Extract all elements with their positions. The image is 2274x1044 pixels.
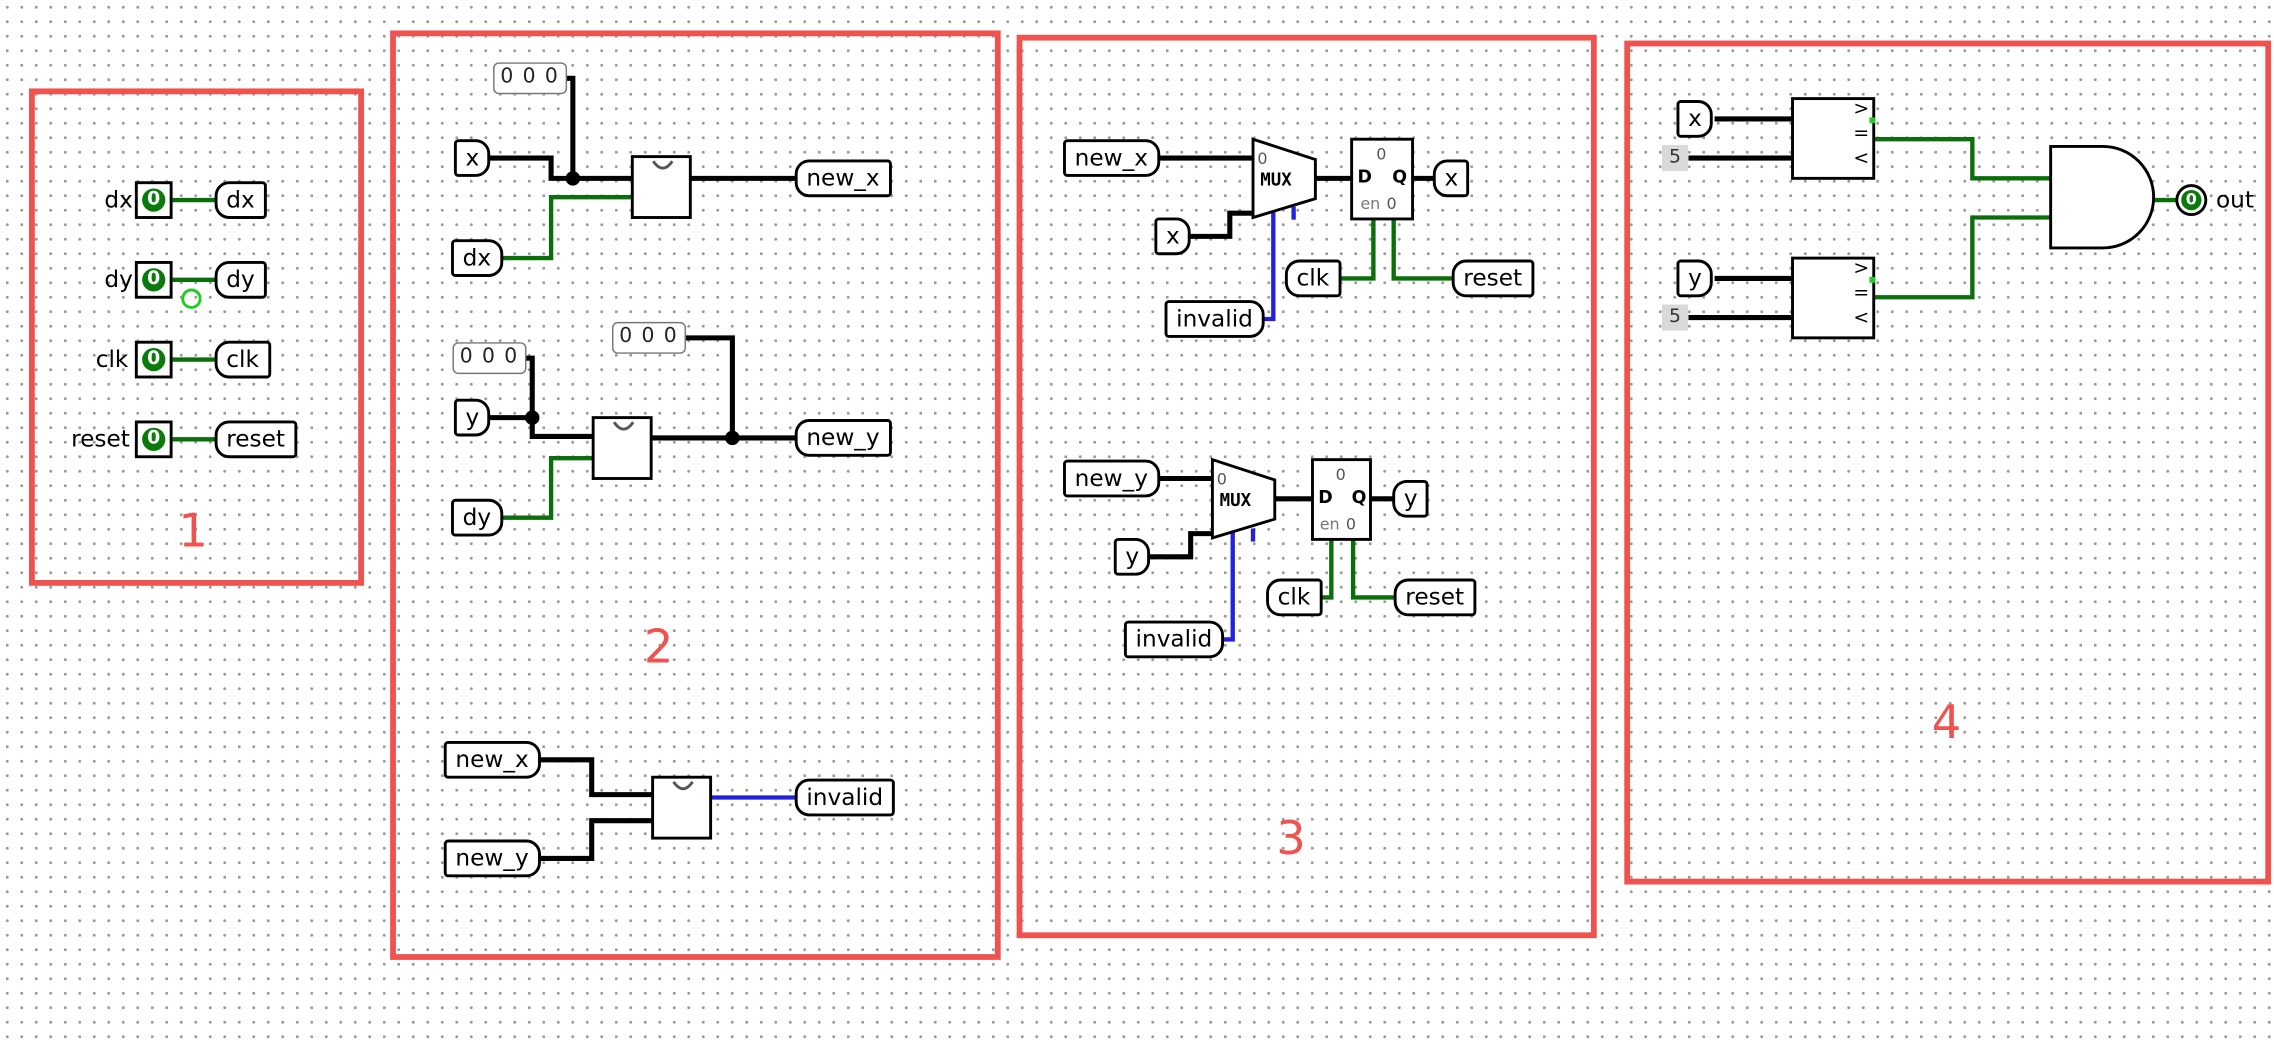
mux-x-label: MUX bbox=[1260, 169, 1292, 190]
mux-x bbox=[1251, 137, 1317, 220]
mux-x-zero: 0 bbox=[1257, 149, 1268, 169]
tunnel-y-cmp[interactable]: y bbox=[1676, 259, 1714, 298]
cmp-x-lt: < bbox=[1853, 147, 1870, 170]
mux-y-zero: 0 bbox=[1216, 469, 1227, 489]
reg-x-q: Q bbox=[1392, 166, 1408, 188]
register-x bbox=[1350, 137, 1414, 221]
section-number-4: 4 bbox=[1931, 694, 1962, 750]
constant-5-y[interactable]: 5 bbox=[1661, 304, 1689, 331]
input-label-reset: reset bbox=[71, 424, 130, 453]
cmp-x-gt: > bbox=[1853, 98, 1870, 121]
reg-x-en: en bbox=[1360, 194, 1381, 214]
cmp-x-eq: = bbox=[1853, 123, 1870, 145]
tunnel-invalid-mux-y[interactable]: invalid bbox=[1123, 620, 1224, 659]
section-number-2: 2 bbox=[643, 619, 674, 675]
reg-x-top: 0 bbox=[1376, 145, 1387, 164]
reg-y-d: D bbox=[1318, 487, 1333, 508]
register-y bbox=[1311, 458, 1372, 541]
section-box-3 bbox=[1016, 34, 1597, 939]
and-gate bbox=[2049, 145, 2155, 250]
tunnel-new-y-mux[interactable]: new_y bbox=[1063, 459, 1160, 498]
wire-y-adder bbox=[487, 415, 596, 439]
section-box-1 bbox=[29, 88, 365, 586]
cmp-y-gt: > bbox=[1853, 258, 1870, 280]
section-number-1: 1 bbox=[178, 503, 208, 559]
tunnel-new-x-mux[interactable]: new_x bbox=[1063, 139, 1160, 177]
section-box-4 bbox=[1624, 40, 2272, 885]
adder-y bbox=[591, 416, 653, 480]
tunnel-invalid-mux-x[interactable]: invalid bbox=[1164, 300, 1265, 338]
constant-zero-b[interactable]: 0 0 0 bbox=[452, 342, 526, 375]
constant-zero-c[interactable]: 0 0 0 bbox=[612, 321, 686, 354]
section-box-2 bbox=[390, 30, 1001, 960]
section-number-3: 3 bbox=[1276, 810, 1306, 866]
tunnel-dy-in[interactable]: dy bbox=[451, 498, 503, 537]
tunnel-new-x[interactable]: new_x bbox=[794, 159, 892, 198]
tunnel-dx[interactable]: dx bbox=[214, 181, 267, 219]
tunnel-clk[interactable]: clk bbox=[214, 340, 271, 379]
comparator-x bbox=[1791, 97, 1876, 180]
reg-y-zero: 0 bbox=[1345, 514, 1356, 534]
output-led: 0 bbox=[2181, 189, 2202, 211]
tunnel-y-out[interactable]: y bbox=[1392, 479, 1430, 518]
wire-const-c bbox=[670, 335, 735, 441]
tunnel-clk-x[interactable]: clk bbox=[1284, 259, 1341, 298]
input-label-clk: clk bbox=[95, 345, 129, 373]
probe-circle bbox=[181, 288, 202, 309]
input-label-dy: dy bbox=[104, 265, 133, 293]
tunnel-reset-x[interactable]: reset bbox=[1451, 259, 1534, 298]
input-pin-reset[interactable]: 0 bbox=[134, 420, 173, 459]
constant-5-x[interactable]: 5 bbox=[1661, 145, 1689, 172]
input-label-dx: dx bbox=[104, 185, 133, 214]
tunnel-invalid[interactable]: invalid bbox=[794, 778, 895, 817]
wire-nx-inv bbox=[526, 757, 656, 798]
wire-dx-adder bbox=[488, 195, 635, 261]
tunnel-y[interactable]: y bbox=[453, 398, 491, 437]
cmp-y-eq: = bbox=[1853, 282, 1870, 305]
tunnel-new-y[interactable]: new_y bbox=[794, 419, 892, 457]
input-pin-clk[interactable]: 0 bbox=[134, 340, 173, 379]
tunnel-dy[interactable]: dy bbox=[214, 261, 267, 299]
wire-dy-adder bbox=[488, 456, 596, 520]
wire-x-adder bbox=[489, 155, 635, 181]
output-label-out: out bbox=[2215, 185, 2254, 214]
reg-y-en: en bbox=[1319, 514, 1340, 534]
reg-x-d: D bbox=[1357, 166, 1372, 188]
tunnel-clk-y[interactable]: clk bbox=[1266, 578, 1322, 617]
mux-y-label: MUX bbox=[1219, 490, 1252, 511]
tunnel-x-out[interactable]: x bbox=[1432, 159, 1470, 198]
wire-ny-inv bbox=[526, 818, 656, 861]
reg-x-zero: 0 bbox=[1386, 194, 1397, 214]
tunnel-new-y-in[interactable]: new_y bbox=[443, 839, 541, 878]
input-pin-dx[interactable]: 0 bbox=[134, 181, 173, 219]
tunnel-reset-y[interactable]: reset bbox=[1393, 578, 1476, 617]
output-pin-out[interactable]: 0 bbox=[2175, 184, 2208, 217]
tunnel-reset[interactable]: reset bbox=[214, 420, 297, 459]
input-pin-dy[interactable]: 0 bbox=[134, 261, 173, 299]
comparator-y bbox=[1791, 256, 1876, 340]
mux-y bbox=[1210, 457, 1277, 540]
reg-y-q: Q bbox=[1351, 487, 1367, 508]
tunnel-y-mux[interactable]: y bbox=[1113, 537, 1151, 576]
tunnel-x-cmp[interactable]: x bbox=[1676, 100, 1714, 138]
reg-y-top: 0 bbox=[1335, 465, 1346, 485]
tunnel-new-x-in[interactable]: new_x bbox=[443, 740, 541, 779]
tunnel-x[interactable]: x bbox=[453, 139, 491, 177]
constant-zero-a[interactable]: 0 0 0 bbox=[493, 62, 567, 95]
tunnel-x-mux[interactable]: x bbox=[1154, 217, 1192, 256]
tunnel-dx-in[interactable]: dx bbox=[451, 239, 503, 277]
cmp-y-lt: < bbox=[1853, 307, 1870, 330]
